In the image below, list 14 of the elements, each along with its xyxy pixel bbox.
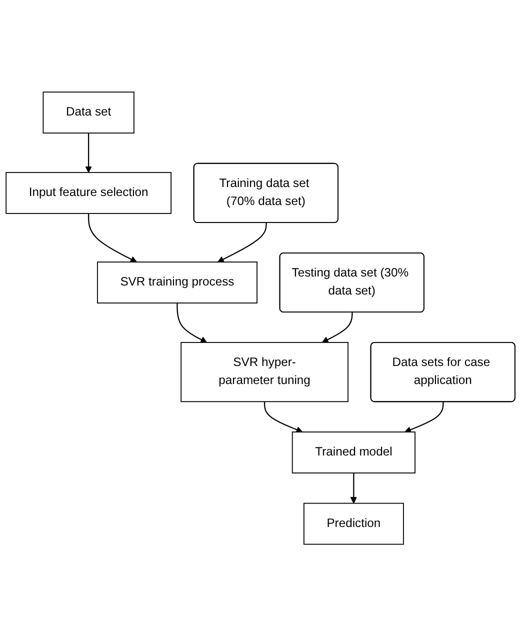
arrow — [350, 472, 358, 504]
arrow — [88, 213, 137, 262]
arrow — [404, 402, 444, 433]
node-box: SVR hyper-parameter tuning — [180, 342, 348, 402]
node-box: Trained model — [292, 431, 416, 474]
arrow — [218, 222, 267, 262]
node-box: Input feature selection — [6, 172, 172, 214]
arrow — [322, 312, 353, 343]
node-box: SVR training process — [97, 261, 258, 304]
arrow — [264, 401, 303, 433]
node-box: Data set — [42, 91, 134, 134]
node-box: Prediction — [303, 502, 404, 545]
arrow — [176, 302, 208, 343]
arrow — [85, 132, 92, 173]
